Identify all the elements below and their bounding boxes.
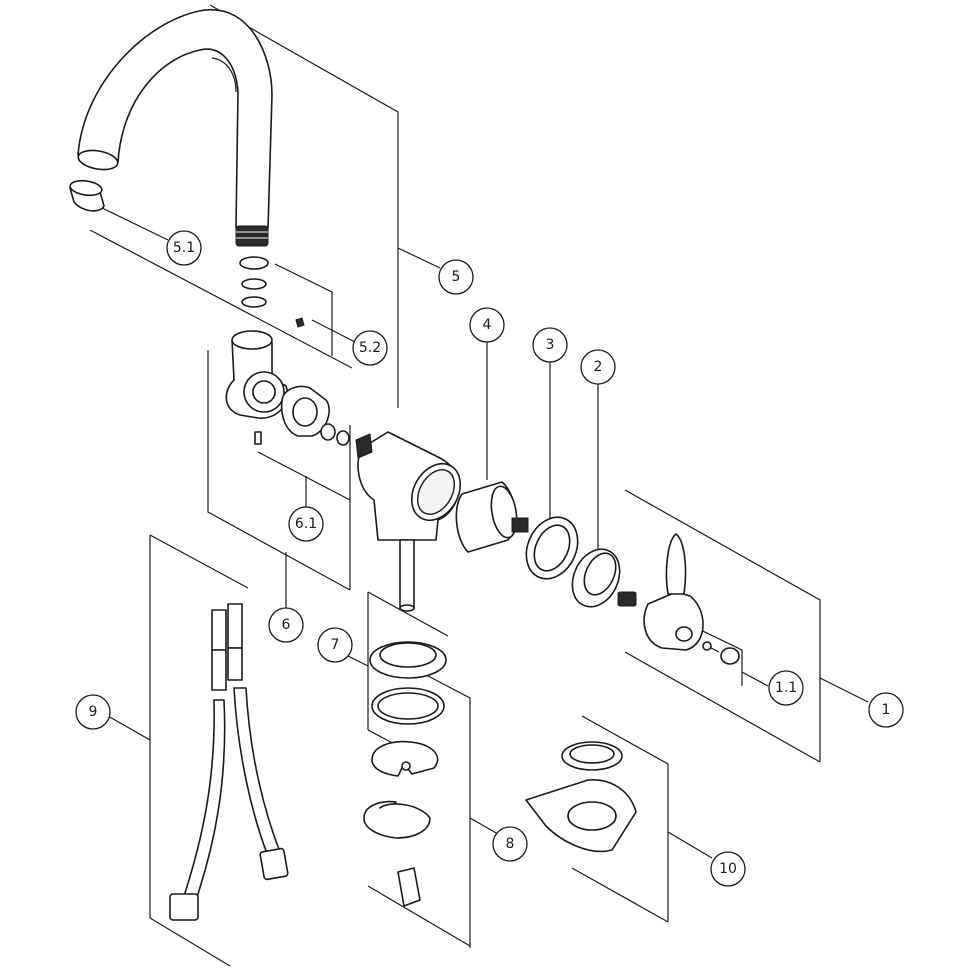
leader-9 (107, 715, 151, 741)
callout-5-1[interactable]: 5.1 (166, 230, 202, 266)
callout-2[interactable]: 2 (580, 349, 616, 385)
body-part (225, 330, 350, 446)
callout-2-label: 2 (594, 359, 603, 375)
callout-10-label: 10 (719, 861, 737, 877)
bracket-body (207, 350, 351, 591)
callout-10[interactable]: 10 (710, 851, 746, 887)
callout-6-1[interactable]: 6.1 (288, 506, 324, 542)
leader-5-2 (311, 319, 356, 343)
bracket-7 (367, 591, 449, 637)
callout-9-label: 9 (89, 704, 98, 720)
bracket-8-lower (367, 885, 471, 947)
leader-10 (667, 831, 713, 859)
mixer-body-part (355, 431, 462, 612)
callout-5-2[interactable]: 5.2 (352, 330, 388, 366)
bracket-9-lower (149, 917, 231, 967)
callout-4[interactable]: 4 (469, 307, 505, 343)
leader-5-1 (95, 204, 169, 241)
callout-8-label: 8 (506, 836, 515, 852)
callout-8[interactable]: 8 (492, 826, 528, 862)
leader-1 (819, 677, 869, 703)
callout-1-label: 1 (882, 702, 891, 718)
leader-1-1 (741, 671, 769, 687)
callout-6-1-label: 6.1 (295, 516, 317, 532)
cartridge-part (455, 481, 529, 553)
leader-5 (397, 247, 441, 269)
bracket-8 (427, 675, 471, 948)
bracket-handle (624, 489, 821, 762)
callout-6[interactable]: 6 (268, 607, 304, 643)
bracket-9 (149, 534, 249, 589)
callout-6-label: 6 (282, 617, 291, 633)
bracket-10 (581, 715, 669, 922)
spout-part (77, 9, 273, 247)
callout-1-1-label: 1.1 (775, 680, 797, 696)
nut-part (525, 516, 579, 580)
bracket-spout (209, 4, 399, 408)
aerator-part (69, 179, 105, 212)
callout-5-label: 5 (452, 269, 461, 285)
callout-4-label: 4 (483, 317, 492, 333)
callout-5-1-label: 5.1 (173, 240, 195, 256)
base-plate-part (525, 741, 637, 853)
callout-layer: 1 1.1 2 3 4 5 5.1 5.2 (75, 230, 904, 887)
callout-9[interactable]: 9 (75, 694, 111, 730)
callout-1-1[interactable]: 1.1 (768, 670, 804, 706)
callout-7[interactable]: 7 (317, 627, 353, 663)
handle-part (617, 533, 740, 665)
base-gaskets-part (363, 641, 447, 907)
callout-1[interactable]: 1 (868, 692, 904, 728)
bracket-spout-lower (89, 229, 353, 369)
cover-ring-part (571, 548, 621, 608)
bracket-handle-lower (624, 651, 821, 763)
bracket-10-lower (571, 867, 669, 923)
leader-8 (469, 817, 499, 835)
callout-3[interactable]: 3 (532, 327, 568, 363)
callout-7-label: 7 (331, 637, 340, 653)
callout-3-label: 3 (546, 337, 555, 353)
callout-5-2-label: 5.2 (359, 340, 381, 356)
bracket-5-2 (274, 263, 333, 356)
bracket-6-1 (257, 451, 351, 501)
callout-5[interactable]: 5 (438, 259, 474, 295)
spout-seal-rings (239, 256, 305, 328)
hoses-part (169, 603, 289, 921)
